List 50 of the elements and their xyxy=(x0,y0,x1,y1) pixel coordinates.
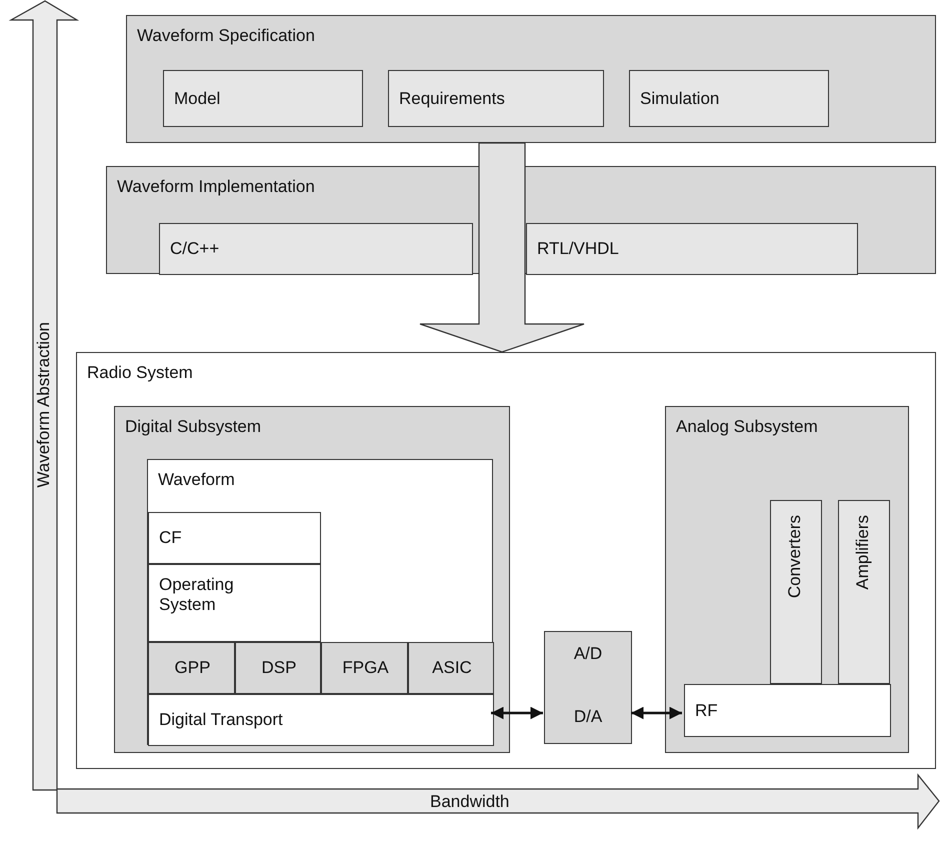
layer-box xyxy=(114,406,510,753)
group-title: Waveform Implementation xyxy=(117,177,315,198)
block-box xyxy=(148,512,321,564)
block-label: Digital Transport xyxy=(159,710,283,730)
group-title: Digital Subsystem xyxy=(125,417,262,438)
block-box xyxy=(148,564,321,642)
block-box xyxy=(148,642,235,694)
block-label: Requirements xyxy=(399,88,505,109)
converter-box xyxy=(544,631,632,744)
block-box xyxy=(235,642,321,694)
layer-box xyxy=(76,352,936,769)
block-label: GPP xyxy=(174,658,212,678)
block-box xyxy=(526,223,858,275)
double-arrow xyxy=(631,706,682,720)
block-box xyxy=(838,500,890,684)
group-title: Waveform xyxy=(158,470,235,490)
block-label: A/D xyxy=(572,644,604,664)
group-title: Radio System xyxy=(87,363,193,384)
block-label: DSP xyxy=(260,658,298,678)
block-box xyxy=(770,500,822,684)
block-label: ASIC xyxy=(431,658,473,678)
axis-label: Waveform Abstraction xyxy=(34,322,54,488)
block-box xyxy=(408,642,494,694)
block-label: Amplifiers xyxy=(853,515,873,590)
block-label: D/A xyxy=(572,707,604,728)
block-label: Operating System xyxy=(159,575,235,616)
block-box xyxy=(148,694,494,746)
layer-box xyxy=(665,406,909,753)
block-box xyxy=(629,70,829,127)
group-title: Waveform Specification xyxy=(137,26,315,46)
block-box xyxy=(159,223,473,275)
layer-box xyxy=(147,459,493,745)
block-box xyxy=(684,684,891,737)
group-title: Analog Subsystem xyxy=(676,417,818,438)
double-arrow xyxy=(491,706,543,720)
block-box xyxy=(388,70,604,127)
block-label: Converters xyxy=(785,515,805,598)
block-arrow xyxy=(419,142,585,353)
block-box xyxy=(163,70,363,127)
block-label: CF xyxy=(159,528,182,548)
block-label: C/C++ xyxy=(170,239,220,260)
layer-box xyxy=(106,166,936,274)
block-box xyxy=(321,642,408,694)
block-label: FPGA xyxy=(341,658,390,678)
block-label: Simulation xyxy=(640,88,720,109)
axis-label: Bandwidth xyxy=(430,792,510,812)
layer-box xyxy=(126,15,936,143)
block-label: RTL/VHDL xyxy=(537,239,619,260)
block-label: RF xyxy=(695,700,718,721)
block-label: Model xyxy=(174,88,220,109)
